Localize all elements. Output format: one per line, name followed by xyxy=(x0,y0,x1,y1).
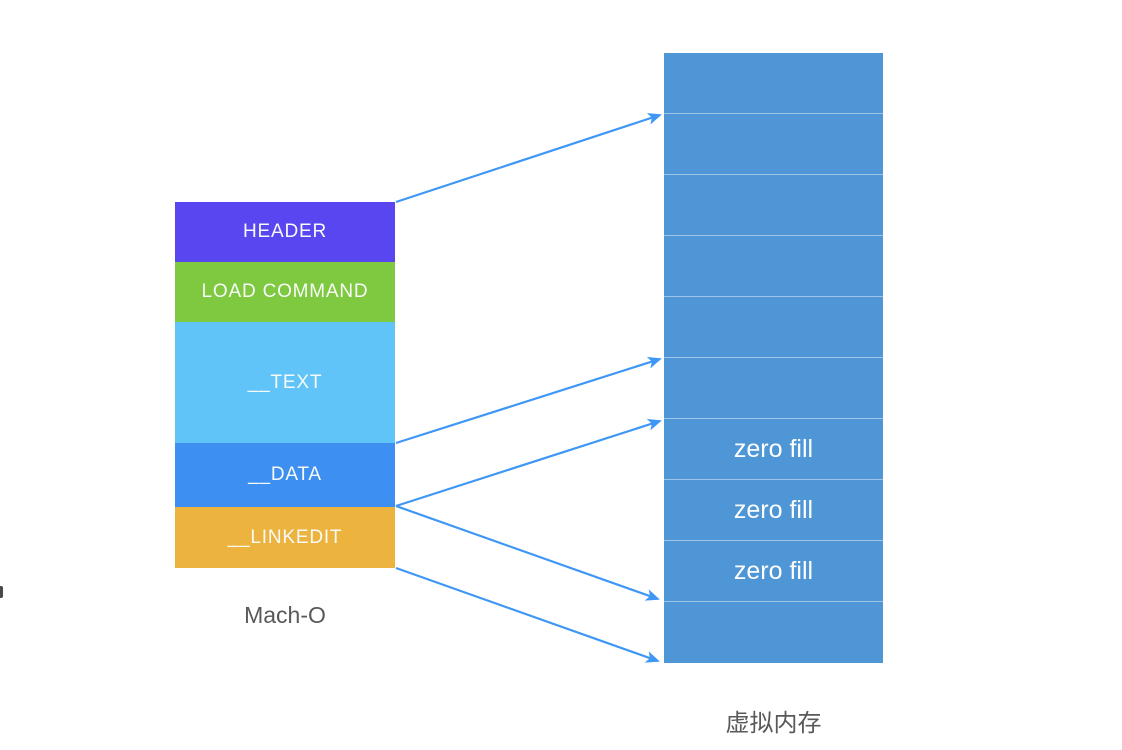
arrow-header-to-vm xyxy=(395,113,662,204)
vm-page-row-zero-fill: zero fill xyxy=(664,480,883,541)
segment-linkedit-label: __LINKEDIT xyxy=(227,526,343,548)
arrow-data-linkedit-boundary-to-zero-fill-bottom xyxy=(395,504,660,601)
segment-linkedit: __LINKEDIT xyxy=(175,507,395,568)
vm-page-row xyxy=(664,236,883,297)
cropped-glyph-artifact xyxy=(0,586,3,598)
segment-load-command: LOAD COMMAND xyxy=(175,262,395,322)
segment-data-label: __DATA xyxy=(248,464,322,485)
vm-page-row xyxy=(664,297,883,358)
vm-page-row xyxy=(664,602,883,663)
vm-page-row xyxy=(664,175,883,236)
segment-data: __DATA xyxy=(175,443,395,507)
virtual-memory-caption: 虚拟内存 xyxy=(725,710,822,737)
arrow-linkedit-bottom-to-vm-bottom xyxy=(395,566,660,663)
vm-page-row xyxy=(664,53,883,114)
macho-file-column: HEADER LOAD COMMAND __TEXT __DATA __LINK… xyxy=(175,202,395,568)
virtual-memory-column: zero fill zero fill zero fill xyxy=(664,53,883,663)
macho-caption: Mach-O xyxy=(244,602,326,628)
arrow-text-data-boundary-to-vm xyxy=(395,356,662,445)
vm-page-row xyxy=(664,114,883,175)
segment-text: __TEXT xyxy=(175,322,395,443)
segment-load-command-label: LOAD COMMAND xyxy=(201,281,369,302)
segment-header-label: HEADER xyxy=(243,221,327,242)
vm-page-row-zero-fill: zero fill xyxy=(664,541,883,602)
arrow-data-linkedit-boundary-to-zero-fill-top xyxy=(395,418,662,508)
vm-page-row xyxy=(664,358,883,419)
segment-header: HEADER xyxy=(175,202,395,262)
segment-text-label: __TEXT xyxy=(247,371,323,393)
vm-page-row-zero-fill: zero fill xyxy=(664,419,883,480)
